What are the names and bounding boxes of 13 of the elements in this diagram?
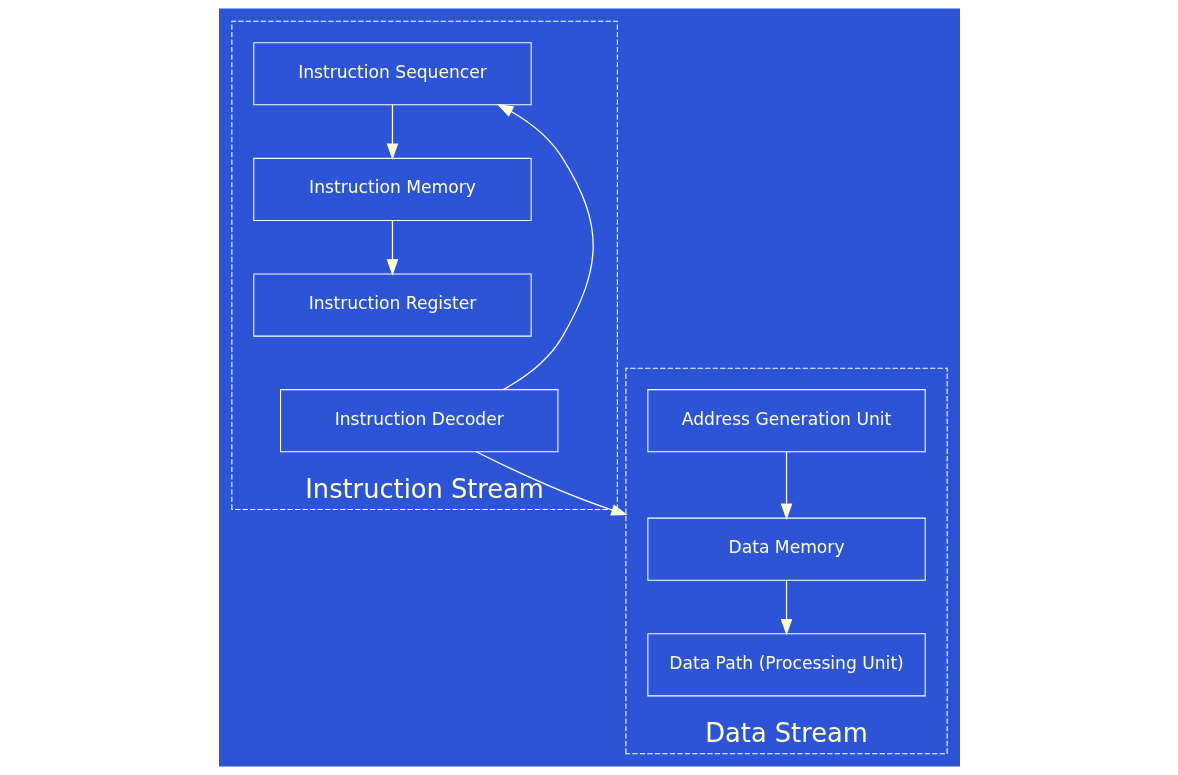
- arrow: [780, 451, 792, 521]
- arrow: [475, 451, 628, 516]
- node-box: Instruction Register: [252, 273, 532, 337]
- arrow: [780, 579, 792, 636]
- node-box: Instruction Decoder: [279, 389, 558, 453]
- arrow: [386, 104, 398, 160]
- arrow: [496, 103, 594, 391]
- node-box: Instruction Memory: [252, 157, 532, 221]
- node-box: Instruction Sequencer: [252, 42, 532, 106]
- node-box: Data Memory: [646, 517, 926, 581]
- node-box: Address Generation Unit: [646, 389, 926, 453]
- node-box: Data Path (Processing Unit): [646, 633, 926, 697]
- arrow: [386, 219, 398, 276]
